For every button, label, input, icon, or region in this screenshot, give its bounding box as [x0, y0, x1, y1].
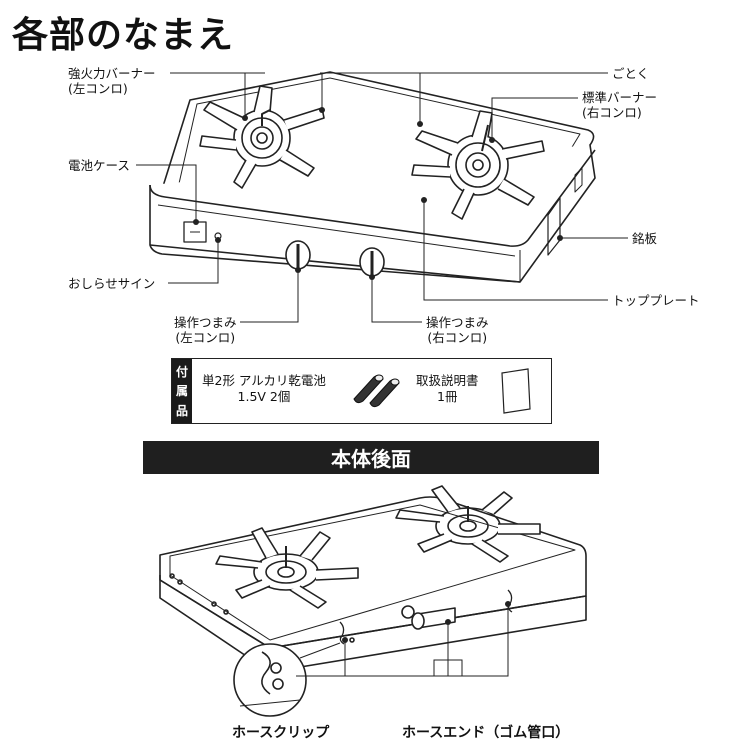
- nameplate-label: 銘板: [632, 231, 658, 246]
- page-title: 各部のなまえ: [12, 15, 235, 56]
- battery-icon: [353, 374, 400, 408]
- battery-case-label: 電池ケース: [68, 158, 130, 173]
- manual-icon: [501, 368, 531, 414]
- knob-right-label: 操作つまみ (右コンロ): [426, 315, 489, 345]
- rear-view-banner: 本体後面: [143, 441, 599, 474]
- accessories-tag: 付 属 品: [172, 359, 192, 423]
- knob-left-label: 操作つまみ (左コンロ): [174, 315, 237, 345]
- hose-end-label: ホースエンド（ゴム管口）: [402, 725, 570, 741]
- manual-accessory-text: 取扱説明書 1冊: [416, 373, 479, 404]
- battery-accessory-text: 単2形 アルカリ乾電池 1.5V 2個: [202, 373, 326, 404]
- accessories-box: 付 属 品 単2形 アルカリ乾電池 1.5V 2個 取扱説明書 1冊: [171, 358, 552, 424]
- notice-sign-label: おしらせサイン: [68, 276, 156, 291]
- top-plate-label: トッププレート: [612, 293, 700, 308]
- trivet-label: ごとく: [612, 66, 650, 81]
- strong-burner-label: 強火力バーナー (左コンロ): [68, 66, 156, 96]
- hose-clip-label: ホースクリップ: [232, 725, 330, 741]
- standard-burner-label: 標準バーナー (右コンロ): [582, 90, 658, 120]
